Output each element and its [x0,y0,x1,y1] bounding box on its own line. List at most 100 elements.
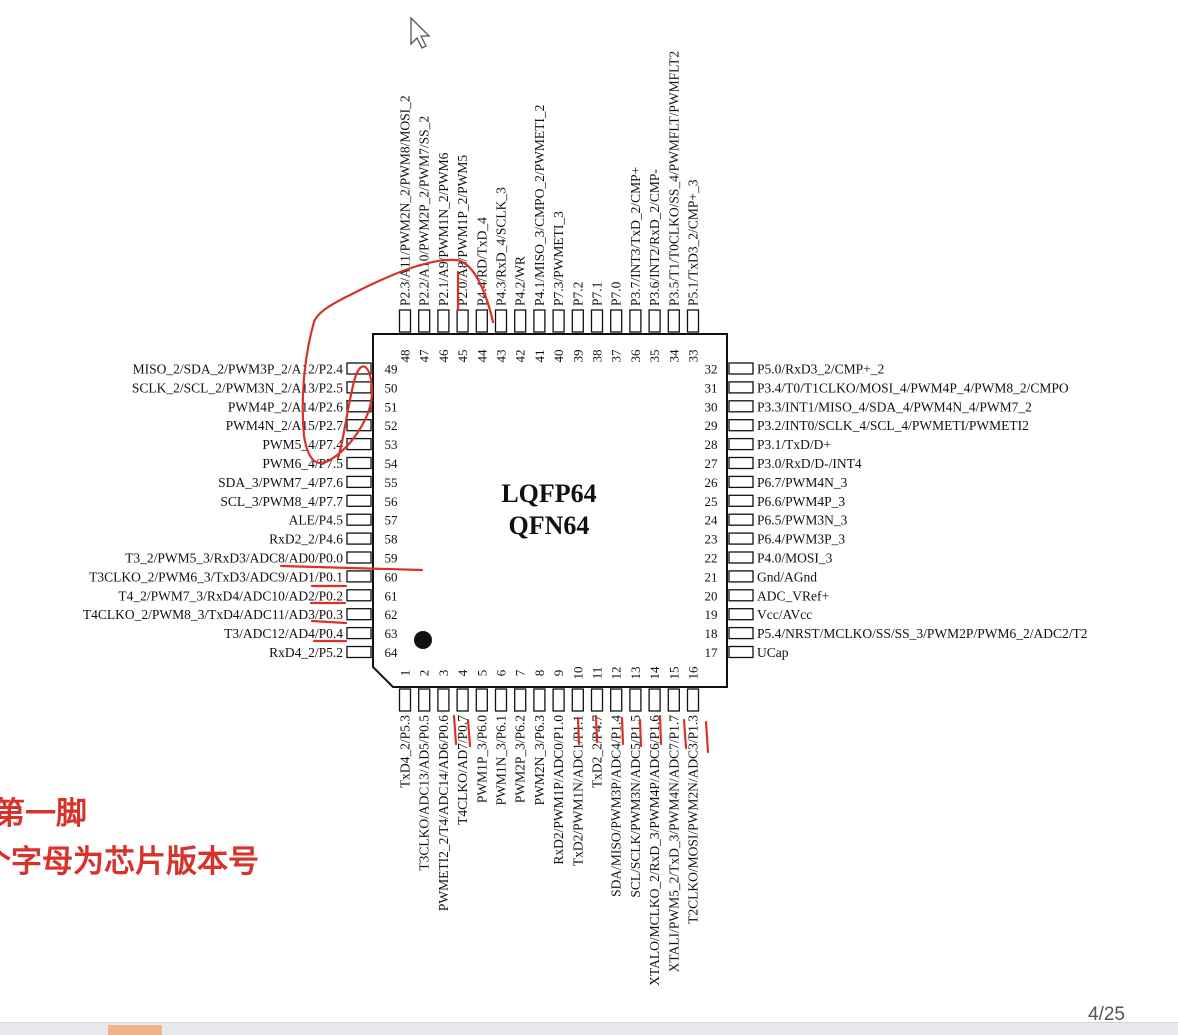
pin-number: 29 [705,418,718,433]
pin-label: SCL/SCLK/PWM3N/ADC5/P1.5 [628,715,643,898]
pin-12: SDA/MISO/PWM3P/ADC4/P1.412 [609,667,624,897]
pin-lead [648,688,661,712]
pin-lead [437,688,450,712]
pin-number: 11 [590,667,605,680]
pin-number: 22 [705,551,718,566]
pin-label: PWM1N_3/P6.1 [494,715,509,805]
pin-lead [648,309,661,333]
pin-23: P6.4/PWM3P_323 [705,532,846,547]
page-indicator: 4/25 [1088,1004,1125,1025]
pin-number: 8 [532,670,547,677]
annotation-bottom-11 [594,714,599,744]
pin-lead [728,513,754,526]
pin-34: P3.5/T1/T0CLKO/SS_4/PWMFLT/PWMFLT2 34 [666,51,681,363]
pin-number: 37 [609,349,624,363]
pin-lead [728,437,754,451]
pin-lead [552,309,565,333]
pin-lead [346,475,372,489]
chip-body [372,333,728,688]
pin-3: PWMETI2_2/T4/ADC14/AD6/P0.63 [436,670,451,911]
pin-label: SDA_3/PWM7_4/P7.6 [218,475,343,490]
pin-label: P7.3/PWMETI_3 [551,211,566,306]
annotation-loop [301,258,495,465]
pin-16: T2CLKO/MOSI/PWM2N/ADC3/P1.316 [686,666,701,924]
pin-number: 23 [705,532,718,547]
pin-lead [728,626,754,640]
pin-label: RxD2_2/P4.6 [269,532,343,547]
pin-label: P2.2/A10/PWM2P_2/PWM7/SS_2 [417,116,432,306]
annotation-left-59 [279,564,424,572]
pin-number: 63 [385,626,398,641]
pin-number: 60 [385,569,398,584]
annotation-bottom-3 [452,714,458,746]
pin-number: 20 [705,588,718,603]
pin-lead [686,309,700,333]
chip-title-line2: QFN64 [509,511,590,540]
pin-number: 48 [398,350,413,363]
pin-25: P6.6/PWM4P_325 [705,494,846,509]
pin-label: MISO_2/SDA_2/PWM3P_2/A12/P2.4 [133,362,344,377]
pin-lead [456,309,469,333]
pin-number: 35 [647,350,662,363]
pin-label: P6.7/PWM4N_3 [757,475,848,490]
pin-48: P2.3/A11/PWM2N_2/PWM8/MOSI_248 [398,95,413,362]
pin-number: 19 [705,607,718,622]
pin-lead [728,551,754,564]
pin-9: RxD2/PWM1P/ADC0/P1.09 [551,670,566,865]
pin-label: PWM5_4/P7.4 [262,437,343,452]
annotation-bottom-15 [682,718,688,750]
taskbar-app-button[interactable] [108,1025,162,1035]
pin-label: PWM4N_2/A15/P2.7 [226,418,344,433]
pin-label: P3.1/TxD/D+ [757,437,831,452]
pin-28: P3.1/TxD/D+ 28 [705,437,832,452]
pin-lead [346,437,372,451]
pins-right: P5.0/RxD3_2/CMP+_232P3.4/T0/T1CLKO/MOSI_… [705,362,1088,661]
pin-number: 55 [385,475,398,490]
pin-lead [514,309,527,333]
pin-label: ALE/P4.5 [289,513,344,528]
pin-number: 7 [513,669,528,676]
pin-label: P3.0/RxD/D-/INT4 [757,456,862,471]
pins-bottom: TxD4_2/P5.31T3CLKO/ADC13/AD5/P0.52PWMETI… [398,666,701,986]
pin-44: P4.4/RD/TxD_444 [474,217,489,363]
pin-number: 44 [474,349,489,363]
pin-lead [728,645,754,659]
pin-label: P3.6/INT2/RxD_2/CMP- [647,169,662,306]
pin-55: SDA_3/PWM7_4/P7.6 55 [218,475,397,490]
pin-number: 32 [705,362,718,377]
pin-number: 34 [666,349,681,363]
pin-number: 36 [628,349,643,363]
pin-label: P7.2 [570,282,585,306]
pin-1: TxD4_2/P5.31 [398,670,413,788]
pin-lead [629,688,642,712]
pin-lead [667,309,680,333]
pin-lead [475,688,488,712]
pin-number: 15 [666,667,681,680]
pin-label: T4CLKO/AD7/P0.7 [455,715,470,825]
pin-number: 28 [705,437,718,452]
pin-lead [346,551,372,564]
pin-lead [728,570,754,583]
pin-label: XTALI/PWM5_2/TxD_3/PWM4N/ADC7/P1.7 [666,715,681,973]
pin-label: RxD4_2/P5.2 [269,645,343,660]
pin-lead [728,608,754,621]
pin-label: P3.3/INT1/MISO_4/SDA_4/PWM4N_4/PWM7_2 [757,399,1032,414]
pin-lead [346,381,372,394]
pin-32: P5.0/RxD3_2/CMP+_232 [705,362,885,377]
pin-lead [728,456,754,470]
pin-number: 6 [494,669,509,676]
pin-label: P3.5/T1/T0CLKO/SS_4/PWMFLT/PWMFLT2 [666,51,681,306]
pin-lead [728,381,754,394]
pin-13: SCL/SCLK/PWM3N/ADC5/P1.513 [628,667,643,898]
annotation-bottom-4 [466,718,472,748]
